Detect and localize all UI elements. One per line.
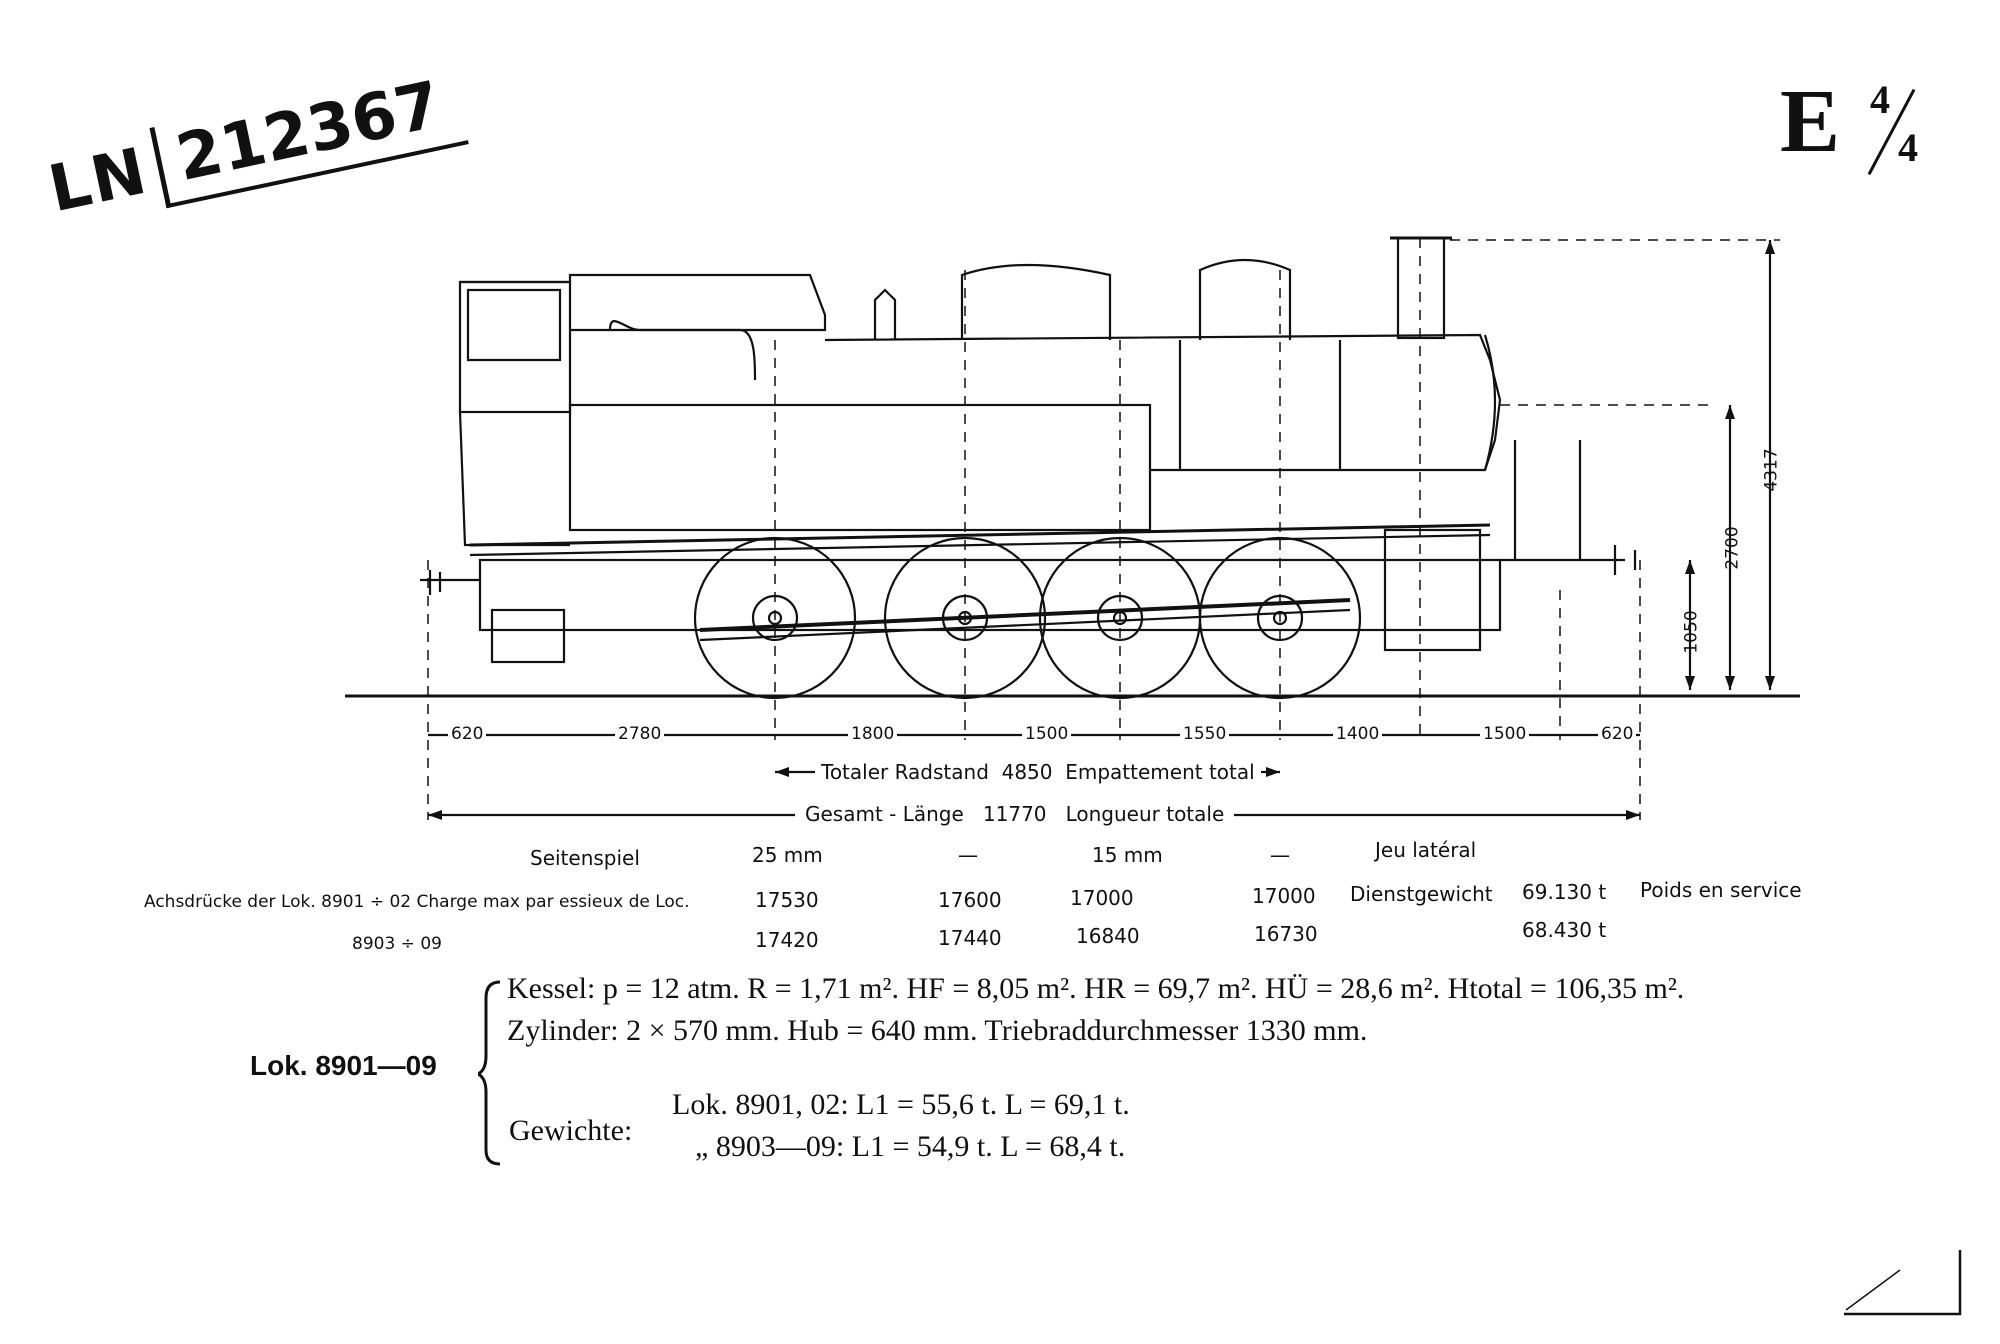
corner-mark-icon [1844, 1250, 1962, 1316]
wheelbase-label: Totaler Radstand 4850 Empattement total [815, 760, 1261, 784]
gewichte-label: Gewichte: [509, 1114, 633, 1147]
seitenspiel-value: 25 mm [752, 843, 823, 867]
gewichte-line-2: „ 8903—09: L1 = 54,9 t. L = 68,4 t. [695, 1130, 1126, 1163]
brace-icon [478, 980, 501, 1166]
kessel-spec: Kessel: p = 12 atm. R = 1,71 m². HF = 8,… [507, 972, 1685, 1005]
wheelbase-label-de: Totaler Radstand [821, 760, 989, 784]
class-letter: E [1780, 72, 1841, 171]
service-weight-value: 68.430 t [1522, 918, 1607, 942]
axle-load-value: 17440 [938, 926, 1002, 950]
seitenspiel-label: Seitenspiel [530, 846, 640, 870]
zylinder-spec: Zylinder: 2 × 570 mm. Hub = 640 mm. Trie… [507, 1014, 1368, 1047]
length-label-fr: Longueur totale [1065, 802, 1225, 826]
gewichte-line-1: Lok. 8901, 02: L1 = 55,6 t. L = 69,1 t. [672, 1088, 1130, 1121]
axle-load-label: 8903 ÷ 09 [352, 934, 442, 954]
axle-load-value: 17420 [755, 928, 819, 952]
dim-segment: 2780 [615, 724, 665, 744]
length-label-de: Gesamt - Länge [805, 802, 964, 826]
poids-en-service-label: Poids en service [1640, 878, 1802, 902]
seitenspiel-value: — [958, 843, 978, 867]
service-weight-value: 69.130 t [1522, 880, 1607, 904]
axle-load-value: 16840 [1076, 924, 1140, 948]
axle-load-value: 16730 [1254, 922, 1318, 946]
axle-load-value: 17000 [1252, 884, 1316, 908]
axle-load-value: 17530 [755, 888, 819, 912]
service-weight-label: Dienstgewicht [1350, 882, 1493, 906]
dim-segment: 620 [448, 724, 487, 744]
dim-height-buffer: 1050 [1681, 610, 1702, 654]
wheelbase-value: 4850 [1001, 760, 1053, 784]
axle-load-value: 17600 [938, 888, 1002, 912]
dim-segment: 620 [1598, 724, 1637, 744]
wheelbase-label-fr: Empattement total [1065, 760, 1255, 784]
dim-segment: 1500 [1480, 724, 1530, 744]
dim-height-boiler: 2700 [1722, 526, 1743, 570]
dim-height-total: 4317 [1761, 448, 1782, 492]
locomotive-class-mark: E 4 4 [1780, 70, 1918, 176]
dim-segment: 1550 [1180, 724, 1230, 744]
dim-segment: 1800 [848, 724, 898, 744]
lok-range-label: Lok. 8901—09 [250, 1050, 437, 1081]
dim-segment: 1500 [1022, 724, 1072, 744]
seitenspiel-value: — [1270, 843, 1290, 867]
class-numerator: 4 [1870, 77, 1890, 122]
dim-segment: 1400 [1333, 724, 1383, 744]
length-value: 11770 [982, 802, 1047, 826]
total-length-label: Gesamt - Länge 11770 Longueur totale [795, 802, 1235, 826]
jeu-lateral-label: Jeu latéral [1375, 838, 1477, 862]
axle-load-value: 17000 [1070, 886, 1134, 910]
seitenspiel-value: 15 mm [1092, 843, 1163, 867]
class-denominator: 4 [1898, 125, 1918, 170]
axle-load-label: Achsdrücke der Lok. 8901 ÷ 02 Charge max… [144, 892, 690, 912]
